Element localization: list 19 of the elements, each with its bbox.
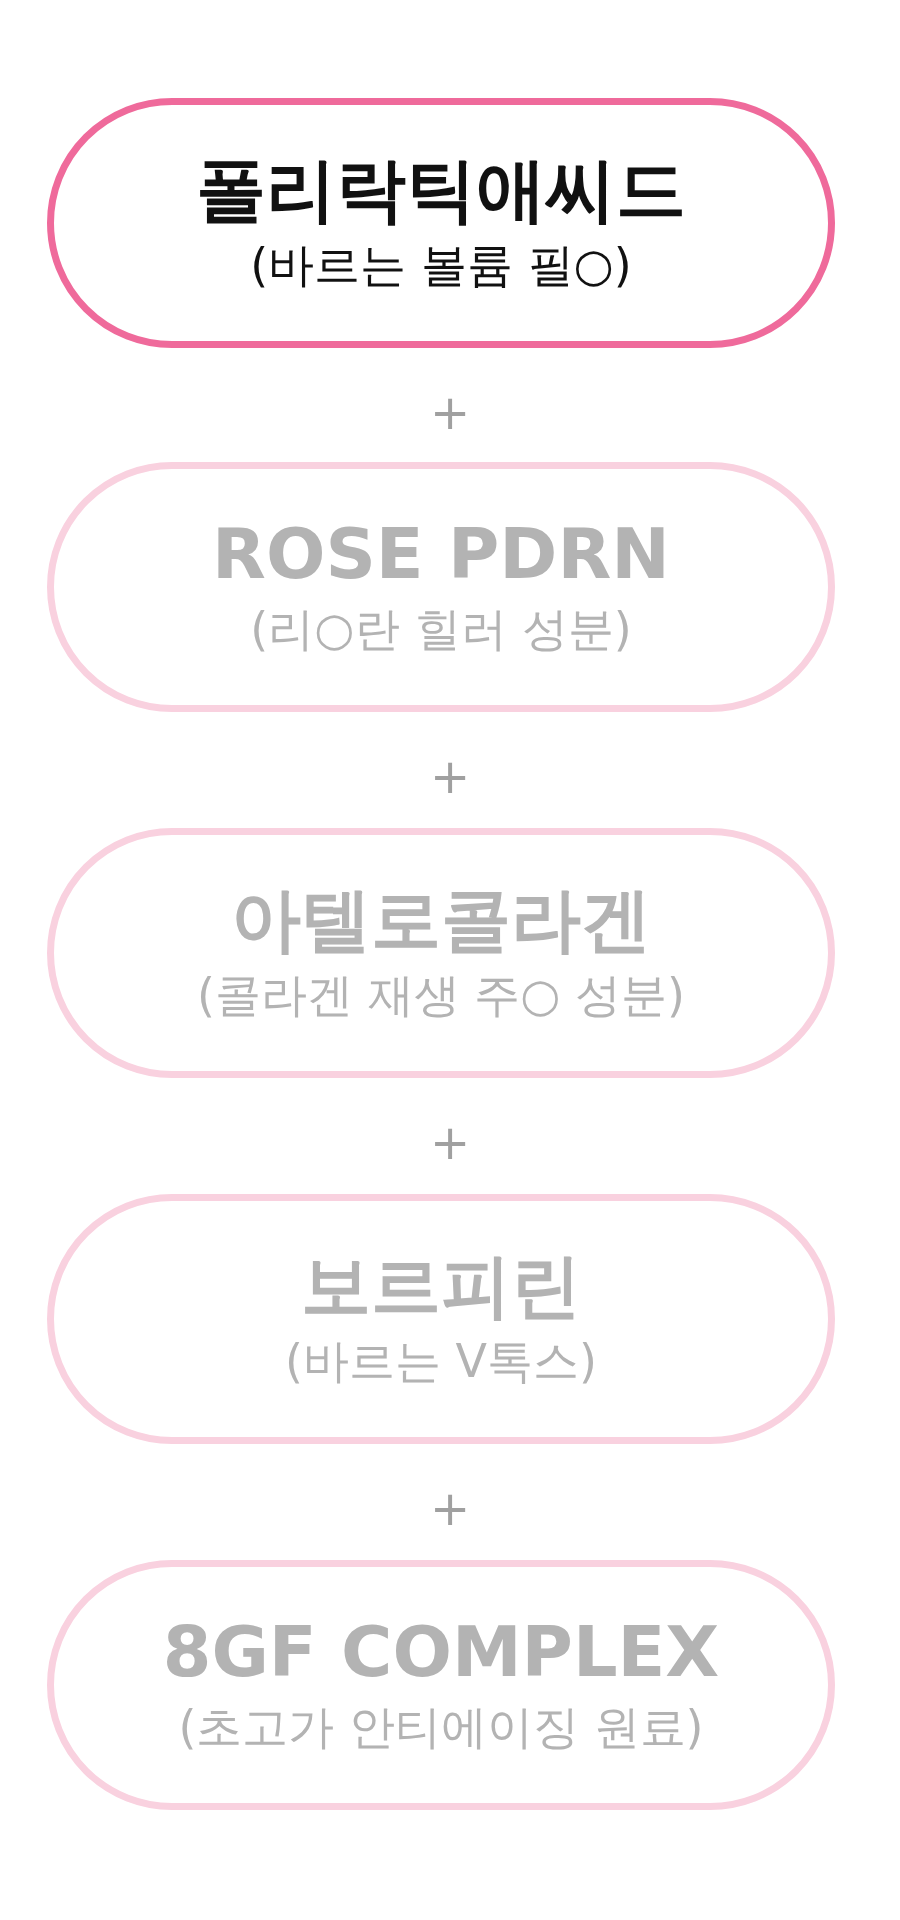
- ingredient-description: (바르는 V톡스): [285, 1333, 597, 1391]
- ingredient-description: (콜라겐 재생 주○ 성분): [197, 967, 685, 1025]
- ingredient-name: 아텔로콜라겐: [231, 879, 651, 961]
- plus-sign: +: [429, 1480, 471, 1536]
- pill-box: [47, 462, 835, 712]
- ingredient-name: 폴리락틱애씨드: [196, 149, 686, 231]
- ingredient-name: 8GF COMPLEX: [162, 1611, 720, 1693]
- plus-sign: +: [429, 748, 471, 804]
- ingredient-description: (초고가 안티에이징 원료): [178, 1699, 704, 1757]
- ingredient-description: (바르는 볼륨 필○): [250, 237, 632, 295]
- pill-box: [47, 828, 835, 1078]
- plus-sign: +: [429, 384, 471, 440]
- ingredient-description: (리○란 힐러 성분): [250, 601, 632, 659]
- ingredient-name: ROSE PDRN: [212, 513, 670, 595]
- pill-box: [47, 1194, 835, 1444]
- pill-box: [47, 1560, 835, 1810]
- pill-box: [47, 98, 835, 348]
- ingredient-name: 보르피린: [301, 1245, 581, 1327]
- plus-sign: +: [429, 1114, 471, 1170]
